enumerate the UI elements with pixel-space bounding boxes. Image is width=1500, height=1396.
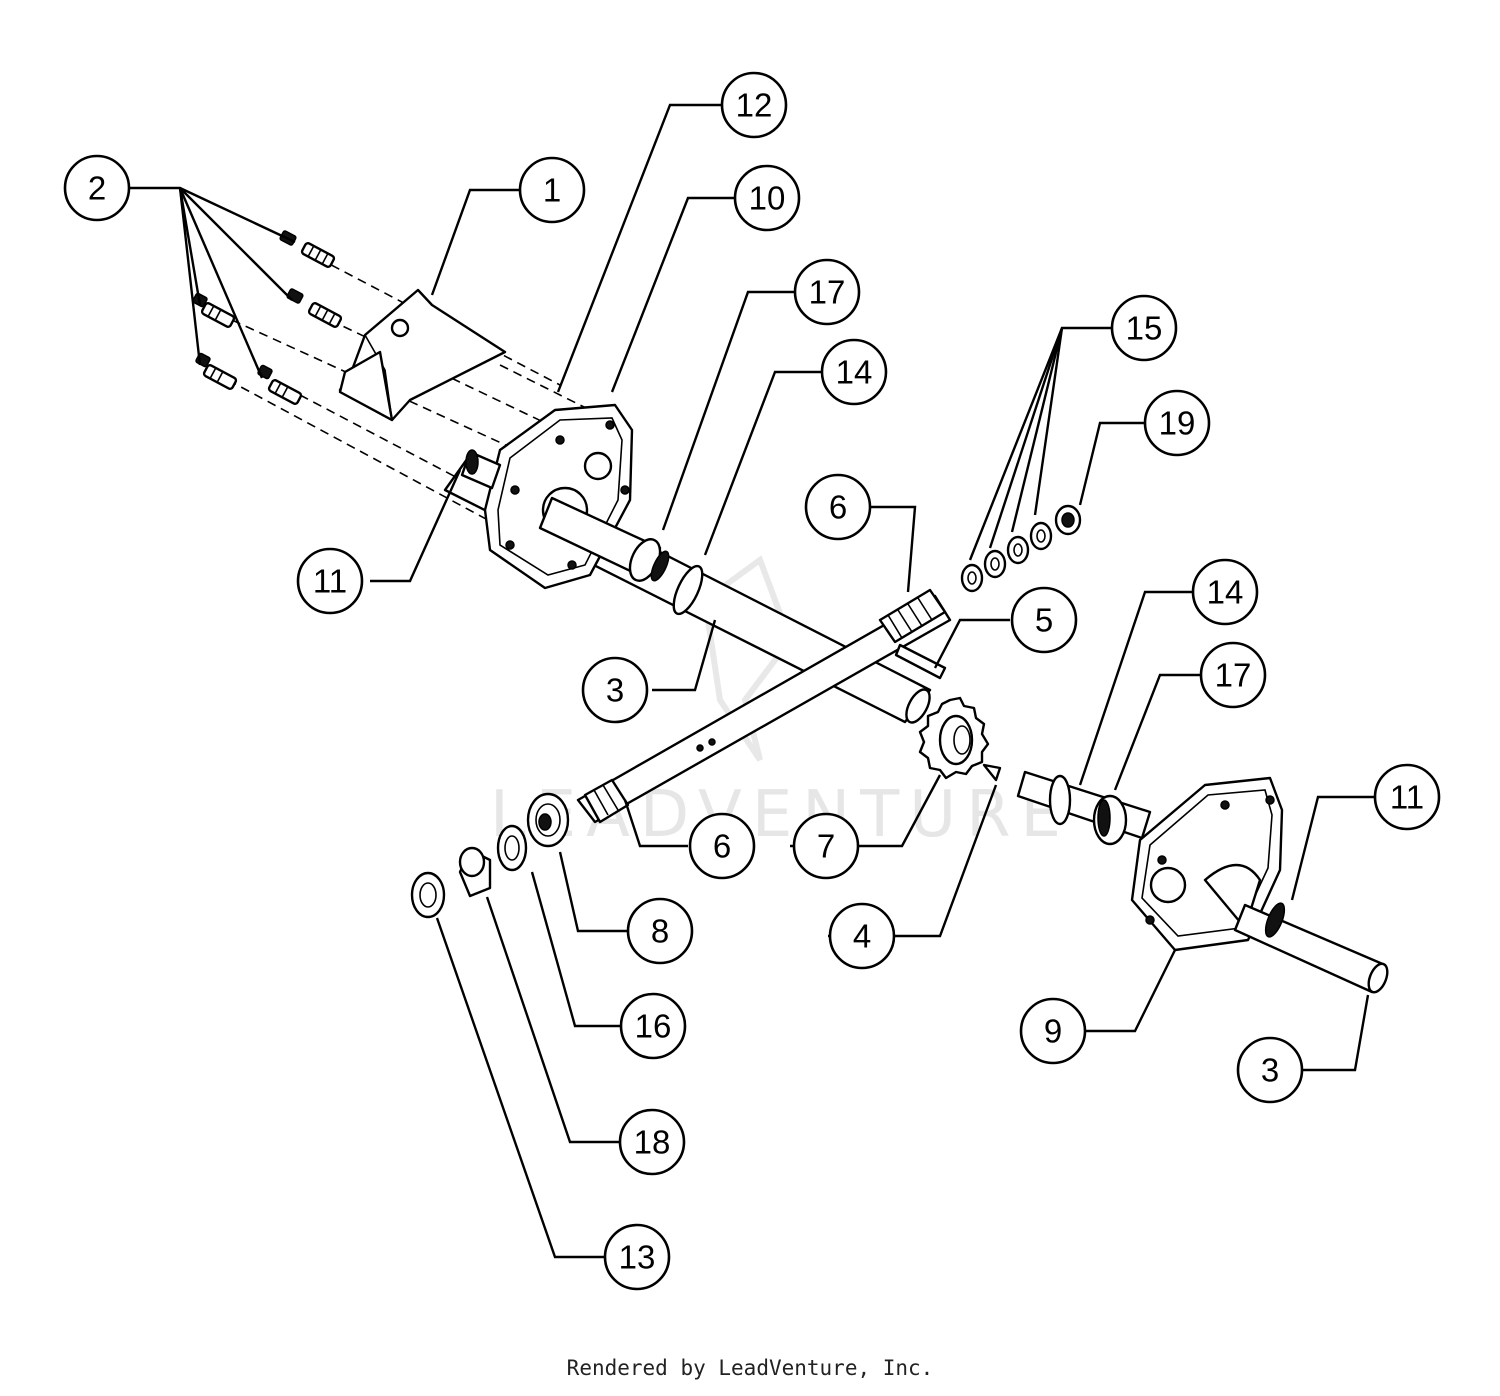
svg-text:17: 17 — [809, 274, 846, 311]
callout-8: 8 — [626, 897, 694, 965]
callout-17: 17 — [793, 258, 861, 326]
bracket — [338, 288, 507, 422]
bearing-stack — [410, 792, 570, 919]
screws — [192, 230, 343, 405]
svg-text:17: 17 — [1215, 657, 1252, 694]
callout-17: 17 — [1199, 641, 1267, 709]
svg-text:5: 5 — [1035, 602, 1053, 639]
callout-9: 9 — [1019, 997, 1087, 1065]
callout-11: 11 — [1373, 763, 1441, 831]
right-output-shaft — [1233, 902, 1389, 994]
svg-text:4: 4 — [853, 918, 871, 955]
worm-gear-lower — [583, 778, 630, 824]
callout-6: 6 — [688, 812, 756, 880]
svg-text:12: 12 — [736, 87, 773, 124]
callout-4: 4 — [828, 902, 896, 970]
callout-10: 10 — [733, 164, 801, 232]
woodruff-key — [982, 763, 1002, 782]
key — [894, 643, 947, 680]
svg-text:14: 14 — [836, 354, 873, 391]
callout-3: 3 — [581, 656, 649, 724]
svg-text:6: 6 — [713, 828, 731, 865]
callout-6: 6 — [804, 473, 872, 541]
svg-text:16: 16 — [635, 1008, 672, 1045]
svg-text:18: 18 — [634, 1124, 671, 1161]
washers — [960, 504, 1082, 593]
svg-text:19: 19 — [1159, 405, 1196, 442]
svg-text:14: 14 — [1207, 574, 1244, 611]
callout-7: 7 — [792, 812, 860, 880]
svg-text:6: 6 — [829, 489, 847, 526]
callout-18: 18 — [618, 1108, 686, 1176]
callout-11: 11 — [296, 547, 364, 615]
svg-text:9: 9 — [1044, 1013, 1062, 1050]
callout-12: 12 — [720, 71, 788, 139]
callout-19: 19 — [1143, 389, 1211, 457]
svg-text:13: 13 — [619, 1239, 656, 1276]
callouts: 2 1 12 10 17 14 15 19 6 11 3 5 14 17 11 … — [63, 71, 1441, 1291]
svg-text:7: 7 — [817, 828, 835, 865]
svg-text:2: 2 — [88, 170, 106, 207]
spur-gear — [918, 696, 990, 780]
callout-16: 16 — [619, 992, 687, 1060]
svg-text:15: 15 — [1126, 310, 1163, 347]
callout-1: 1 — [518, 156, 586, 224]
shaft-stub-right — [1016, 770, 1152, 846]
leader-lines — [130, 103, 1374, 1259]
worm-shaft — [576, 588, 952, 824]
watermark: LEADVENTURE — [490, 555, 1071, 852]
shaft-stub-left — [538, 496, 704, 616]
svg-text:8: 8 — [651, 913, 669, 950]
callout-5: 5 — [1010, 586, 1078, 654]
svg-text:1: 1 — [543, 172, 561, 209]
worm-gear-upper — [878, 588, 947, 644]
parts-drawing — [192, 230, 1389, 994]
svg-text:10: 10 — [749, 180, 786, 217]
svg-text:3: 3 — [606, 672, 624, 709]
callout-14: 14 — [1191, 558, 1259, 626]
callout-13: 13 — [603, 1223, 671, 1291]
exploded-parts-diagram: LEADVENTURE — [63, 71, 1441, 1291]
callout-2: 2 — [63, 154, 131, 222]
watermark-text: LEADVENTURE — [490, 778, 1071, 852]
callout-3: 3 — [1236, 1036, 1304, 1104]
callout-14: 14 — [820, 338, 888, 406]
footer-credit: Rendered by LeadVenture, Inc. — [566, 1356, 934, 1380]
svg-text:11: 11 — [313, 563, 347, 600]
svg-text:11: 11 — [1390, 779, 1424, 816]
callout-15: 15 — [1110, 294, 1178, 362]
svg-text:3: 3 — [1261, 1052, 1279, 1089]
